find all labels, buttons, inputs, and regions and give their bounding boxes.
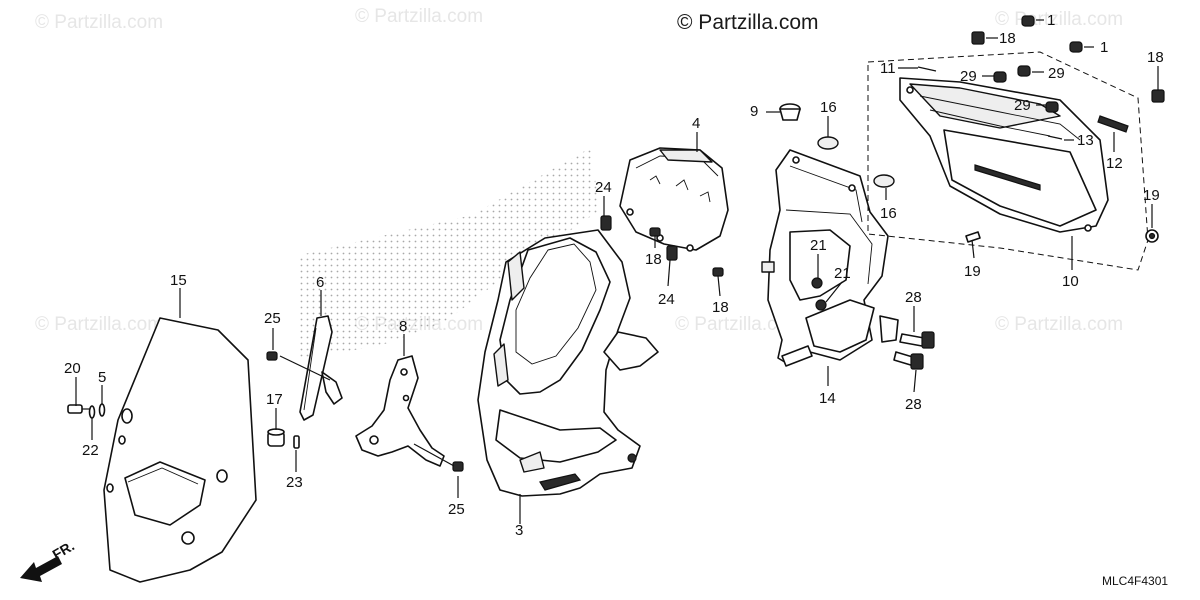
clip-part-24 — [666, 245, 678, 261]
pin-part-11 — [917, 66, 937, 72]
callout-19: 19 — [964, 263, 981, 280]
clip-part-13 — [1047, 135, 1063, 140]
callout-1: 1 — [1047, 12, 1055, 29]
callout-5: 5 — [98, 369, 106, 386]
screw-part-20 — [67, 404, 92, 414]
rubber-part-29 — [993, 71, 1007, 83]
front-cowl-part-3 — [477, 229, 659, 497]
callout-21: 21 — [834, 265, 851, 282]
nut-part-21 — [811, 277, 823, 289]
rubber-part-29 — [1045, 101, 1059, 113]
rubber-part-29 — [1017, 65, 1031, 77]
watermark-text: © Partzilla.com — [35, 314, 163, 335]
bolt-part-18 — [649, 227, 661, 237]
cap-part-9 — [779, 103, 801, 121]
callout-13: 13 — [1077, 132, 1094, 149]
trim-part-12 — [1097, 115, 1129, 133]
callout-20: 20 — [64, 360, 81, 377]
callout-25: 25 — [264, 310, 281, 327]
nut-part-21 — [815, 299, 827, 311]
callout-9: 9 — [750, 103, 758, 120]
callout-24: 24 — [658, 291, 675, 308]
nut-part-1 — [1021, 15, 1035, 27]
callout-labels: 1 1 3 4 5 6 8 9 10 11 12 13 14 15 16 16 … — [64, 12, 1164, 539]
bolt-part-18 — [1151, 89, 1165, 103]
callout-18: 18 — [999, 30, 1016, 47]
callout-6: 6 — [316, 274, 324, 291]
callout-28: 28 — [905, 289, 922, 306]
callout-24: 24 — [595, 179, 612, 196]
bolt-part-28 — [893, 351, 924, 370]
callout-29: 29 — [960, 68, 977, 85]
nut-part-19 — [1145, 229, 1159, 243]
clip-part-24 — [600, 215, 612, 231]
meter-assembly-part-10 — [899, 77, 1109, 233]
callout-16: 16 — [880, 205, 897, 222]
callout-21: 21 — [810, 237, 827, 254]
callout-23: 23 — [286, 474, 303, 491]
callout-16: 16 — [820, 99, 837, 116]
callout-29: 29 — [1014, 97, 1031, 114]
bolt-part-25 — [452, 461, 464, 472]
screw-part-19 — [965, 231, 981, 243]
callout-19: 19 — [1143, 187, 1160, 204]
watermark-text: © Partzilla.com — [995, 314, 1123, 335]
grommet-part-16 — [817, 136, 839, 150]
callout-10: 10 — [1062, 273, 1079, 290]
dotted-film-area — [300, 148, 600, 360]
callout-8: 8 — [399, 318, 407, 335]
watermark-text: © Partzilla.com — [995, 9, 1123, 30]
callout-12: 12 — [1106, 155, 1123, 172]
bolt-part-18 — [712, 267, 724, 277]
front-direction-arrow: FR. — [20, 537, 77, 582]
diagram-code: MLC4F4301 — [1102, 574, 1168, 588]
copyright-text: © Partzilla.com — [677, 11, 819, 34]
callout-4: 4 — [692, 115, 700, 132]
callout-18: 18 — [1147, 49, 1164, 66]
callout-11: 11 — [880, 60, 896, 77]
collar-part-17 — [267, 428, 285, 447]
callout-22: 22 — [82, 442, 99, 459]
callout-25: 25 — [448, 501, 465, 518]
watermark-text: © Partzilla.com — [355, 6, 483, 27]
callout-17: 17 — [266, 391, 283, 408]
callout-18: 18 — [645, 251, 662, 268]
callout-18: 18 — [712, 299, 729, 316]
assembly-group-outline — [867, 51, 1149, 271]
bolt-part-18 — [971, 31, 985, 45]
meter-visor-part-4 — [619, 147, 729, 252]
bolt-part-25 — [266, 351, 278, 361]
washer-part-22 — [88, 405, 96, 419]
callout-3: 3 — [515, 522, 523, 539]
nut-part-1 — [1069, 41, 1083, 53]
callout-15: 15 — [170, 272, 187, 289]
meter-stay-part-14 — [761, 149, 899, 367]
leader-lines — [75, 19, 1159, 524]
stay-part-6 — [299, 315, 343, 421]
grommet-part-16 — [873, 174, 895, 188]
callout-29: 29 — [1048, 65, 1065, 82]
callout-28: 28 — [905, 396, 922, 413]
callout-14: 14 — [819, 390, 836, 407]
bolt-part-28 — [899, 331, 935, 349]
callout-1: 1 — [1100, 39, 1108, 56]
spring-part-23 — [293, 435, 300, 449]
bracket-part-8 — [355, 355, 445, 467]
watermark-text: © Partzilla.com — [675, 314, 803, 335]
watermark-text: © Partzilla.com — [35, 12, 163, 33]
windscreen-part-15 — [103, 317, 257, 583]
spacer-part-5 — [98, 403, 106, 417]
